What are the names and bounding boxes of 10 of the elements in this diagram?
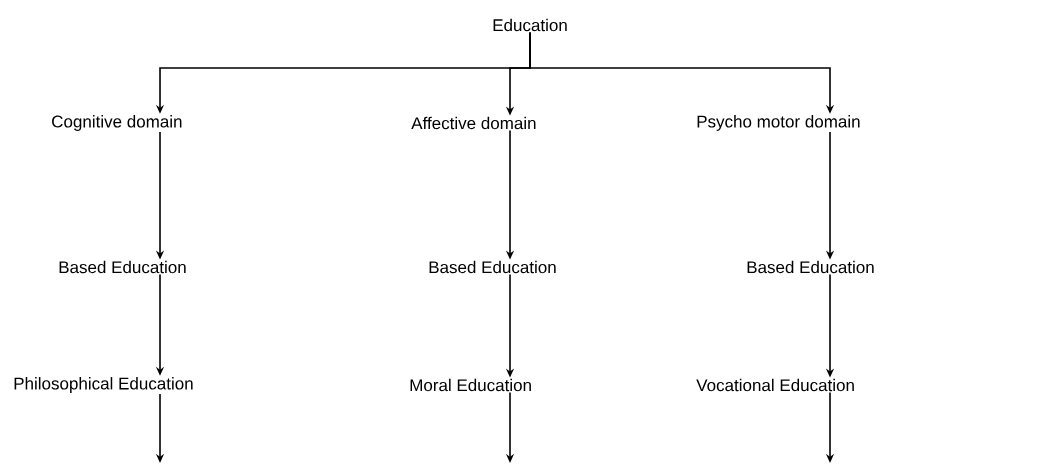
heading-text: Education (493, 18, 567, 32)
node-text: Based Education (429, 260, 556, 274)
node-text: Based Education (59, 260, 186, 274)
node-text: Cognitive domain (52, 115, 182, 131)
node-text: Moral Education (410, 378, 531, 392)
node-text: Psycho motor domain (697, 115, 860, 131)
node-text: Vocational Education (696, 378, 854, 392)
node-text: Based Education (747, 260, 874, 274)
node-text: Philosophical Education (14, 377, 193, 393)
node-text: Affective domain (411, 116, 536, 130)
